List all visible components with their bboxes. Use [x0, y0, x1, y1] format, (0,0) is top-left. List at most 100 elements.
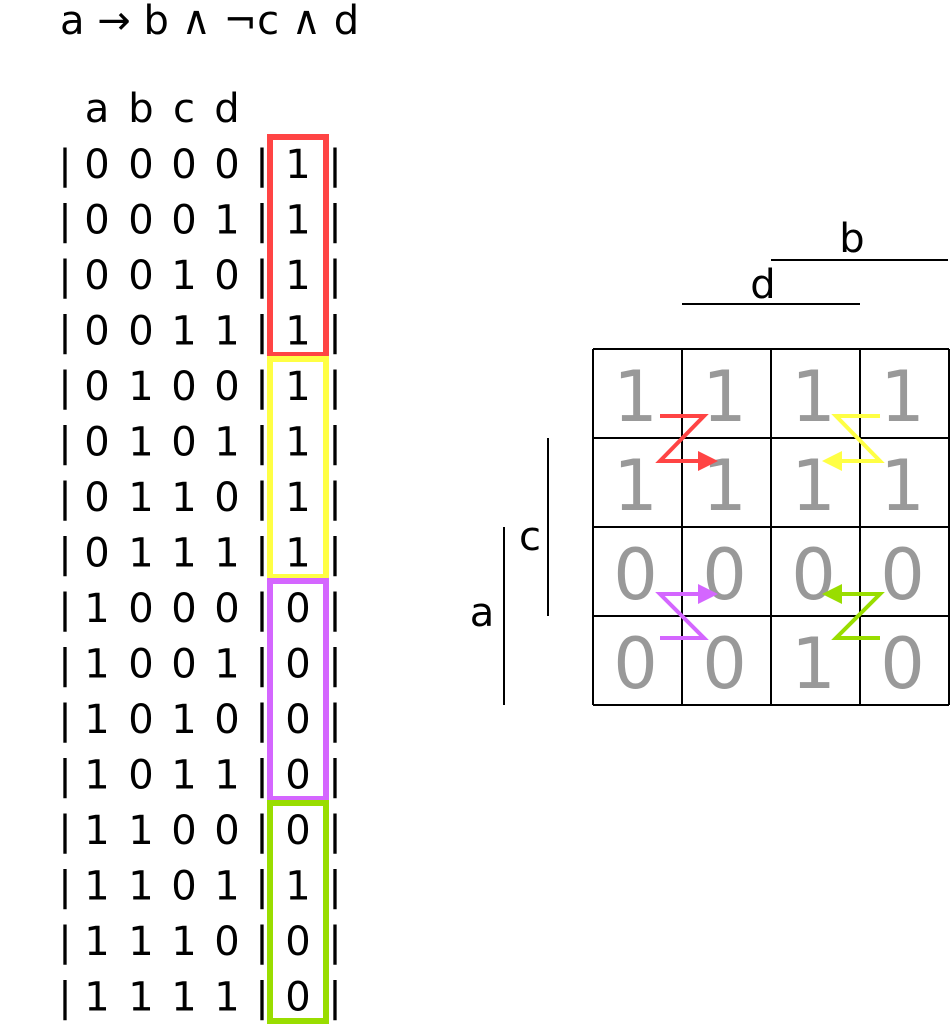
row-bar-right: |: [328, 253, 341, 299]
input-b: 1: [128, 420, 153, 466]
input-b: 1: [128, 364, 153, 410]
row-bar-mid: |: [255, 697, 268, 743]
output-value: 1: [285, 142, 310, 188]
output-value: 0: [285, 642, 310, 688]
group-box-green: [267, 800, 329, 1024]
row-bar-right: |: [328, 142, 341, 188]
input-c: 1: [171, 919, 196, 965]
zigzag-arrow-green: [822, 584, 885, 640]
row-bar-right: |: [328, 975, 341, 1021]
row-bar-right: |: [328, 420, 341, 466]
row-bar-mid: |: [255, 919, 268, 965]
row-bar-left: |: [58, 142, 71, 188]
input-c: 1: [171, 253, 196, 299]
row-bar-right: |: [328, 198, 341, 244]
row-bar-left: |: [58, 309, 71, 355]
input-a: 0: [84, 364, 109, 410]
input-a: 1: [84, 586, 109, 632]
output-value: 0: [285, 586, 310, 632]
group-box-red: [267, 134, 329, 358]
output-value: 1: [285, 475, 310, 521]
row-bar-mid: |: [255, 975, 268, 1021]
input-c: 1: [171, 531, 196, 577]
zigzag-arrow-yellow: [822, 414, 885, 471]
row-bar-right: |: [328, 808, 341, 854]
row-bar-right: |: [328, 919, 341, 965]
input-a: 0: [84, 531, 109, 577]
row-bar-mid: |: [255, 253, 268, 299]
output-value: 1: [285, 309, 310, 355]
input-b: 0: [128, 253, 153, 299]
row-bar-right: |: [328, 697, 341, 743]
row-bar-left: |: [58, 364, 71, 410]
input-a: 1: [84, 753, 109, 799]
input-b: 0: [128, 586, 153, 632]
output-value: 0: [285, 808, 310, 854]
kmap-cell: 0: [880, 623, 925, 705]
output-value: 1: [285, 253, 310, 299]
input-b: 1: [128, 919, 153, 965]
input-b: 1: [128, 864, 153, 910]
row-bar-left: |: [58, 975, 71, 1021]
group-box-purple: [267, 578, 329, 802]
input-c: 1: [171, 309, 196, 355]
input-b: 1: [128, 531, 153, 577]
input-a: 0: [84, 198, 109, 244]
variable-label-a: a: [470, 590, 495, 636]
input-a: 1: [84, 919, 109, 965]
output-value: 0: [285, 975, 310, 1021]
row-bar-right: |: [328, 309, 341, 355]
formula-title: a → b ∧ ¬c ∧ d: [60, 0, 359, 44]
row-bar-left: |: [58, 531, 71, 577]
row-bar-right: |: [328, 364, 341, 410]
row-bar-left: |: [58, 808, 71, 854]
column-header-a: a: [85, 86, 110, 132]
row-bar-mid: |: [255, 642, 268, 688]
row-bar-right: |: [328, 753, 341, 799]
kmap-cell: 0: [880, 534, 925, 616]
arrow-path: [655, 414, 709, 463]
row-bar-right: |: [328, 864, 341, 910]
output-value: 1: [285, 420, 310, 466]
input-d: 0: [214, 919, 239, 965]
input-d: 0: [214, 364, 239, 410]
input-d: 1: [214, 642, 239, 688]
column-header-d: d: [214, 86, 239, 132]
row-bar-mid: |: [255, 364, 268, 410]
input-c: 1: [171, 475, 196, 521]
input-d: 0: [214, 808, 239, 854]
input-c: 0: [171, 198, 196, 244]
input-b: 0: [128, 642, 153, 688]
kmap-cell: 1: [791, 623, 836, 705]
arrow-path: [831, 592, 885, 640]
column-header-b: b: [128, 86, 153, 132]
zigzag-arrow-red: [655, 414, 718, 471]
row-bar-mid: |: [255, 864, 268, 910]
row-bar-mid: |: [255, 586, 268, 632]
input-a: 0: [84, 142, 109, 188]
input-a: 0: [84, 475, 109, 521]
input-a: 1: [84, 975, 109, 1021]
arrow-head: [698, 451, 718, 471]
variable-label-d: d: [750, 262, 775, 308]
row-bar-right: |: [328, 586, 341, 632]
input-a: 1: [84, 642, 109, 688]
kmap-cell: 0: [613, 623, 658, 705]
row-bar-mid: |: [255, 142, 268, 188]
input-b: 0: [128, 309, 153, 355]
input-c: 1: [171, 697, 196, 743]
input-d: 0: [214, 586, 239, 632]
input-d: 1: [214, 531, 239, 577]
row-bar-left: |: [58, 642, 71, 688]
input-d: 1: [214, 753, 239, 799]
kmap-cell: 1: [613, 356, 658, 438]
input-d: 0: [214, 697, 239, 743]
input-c: 0: [171, 864, 196, 910]
row-bar-left: |: [58, 475, 71, 521]
